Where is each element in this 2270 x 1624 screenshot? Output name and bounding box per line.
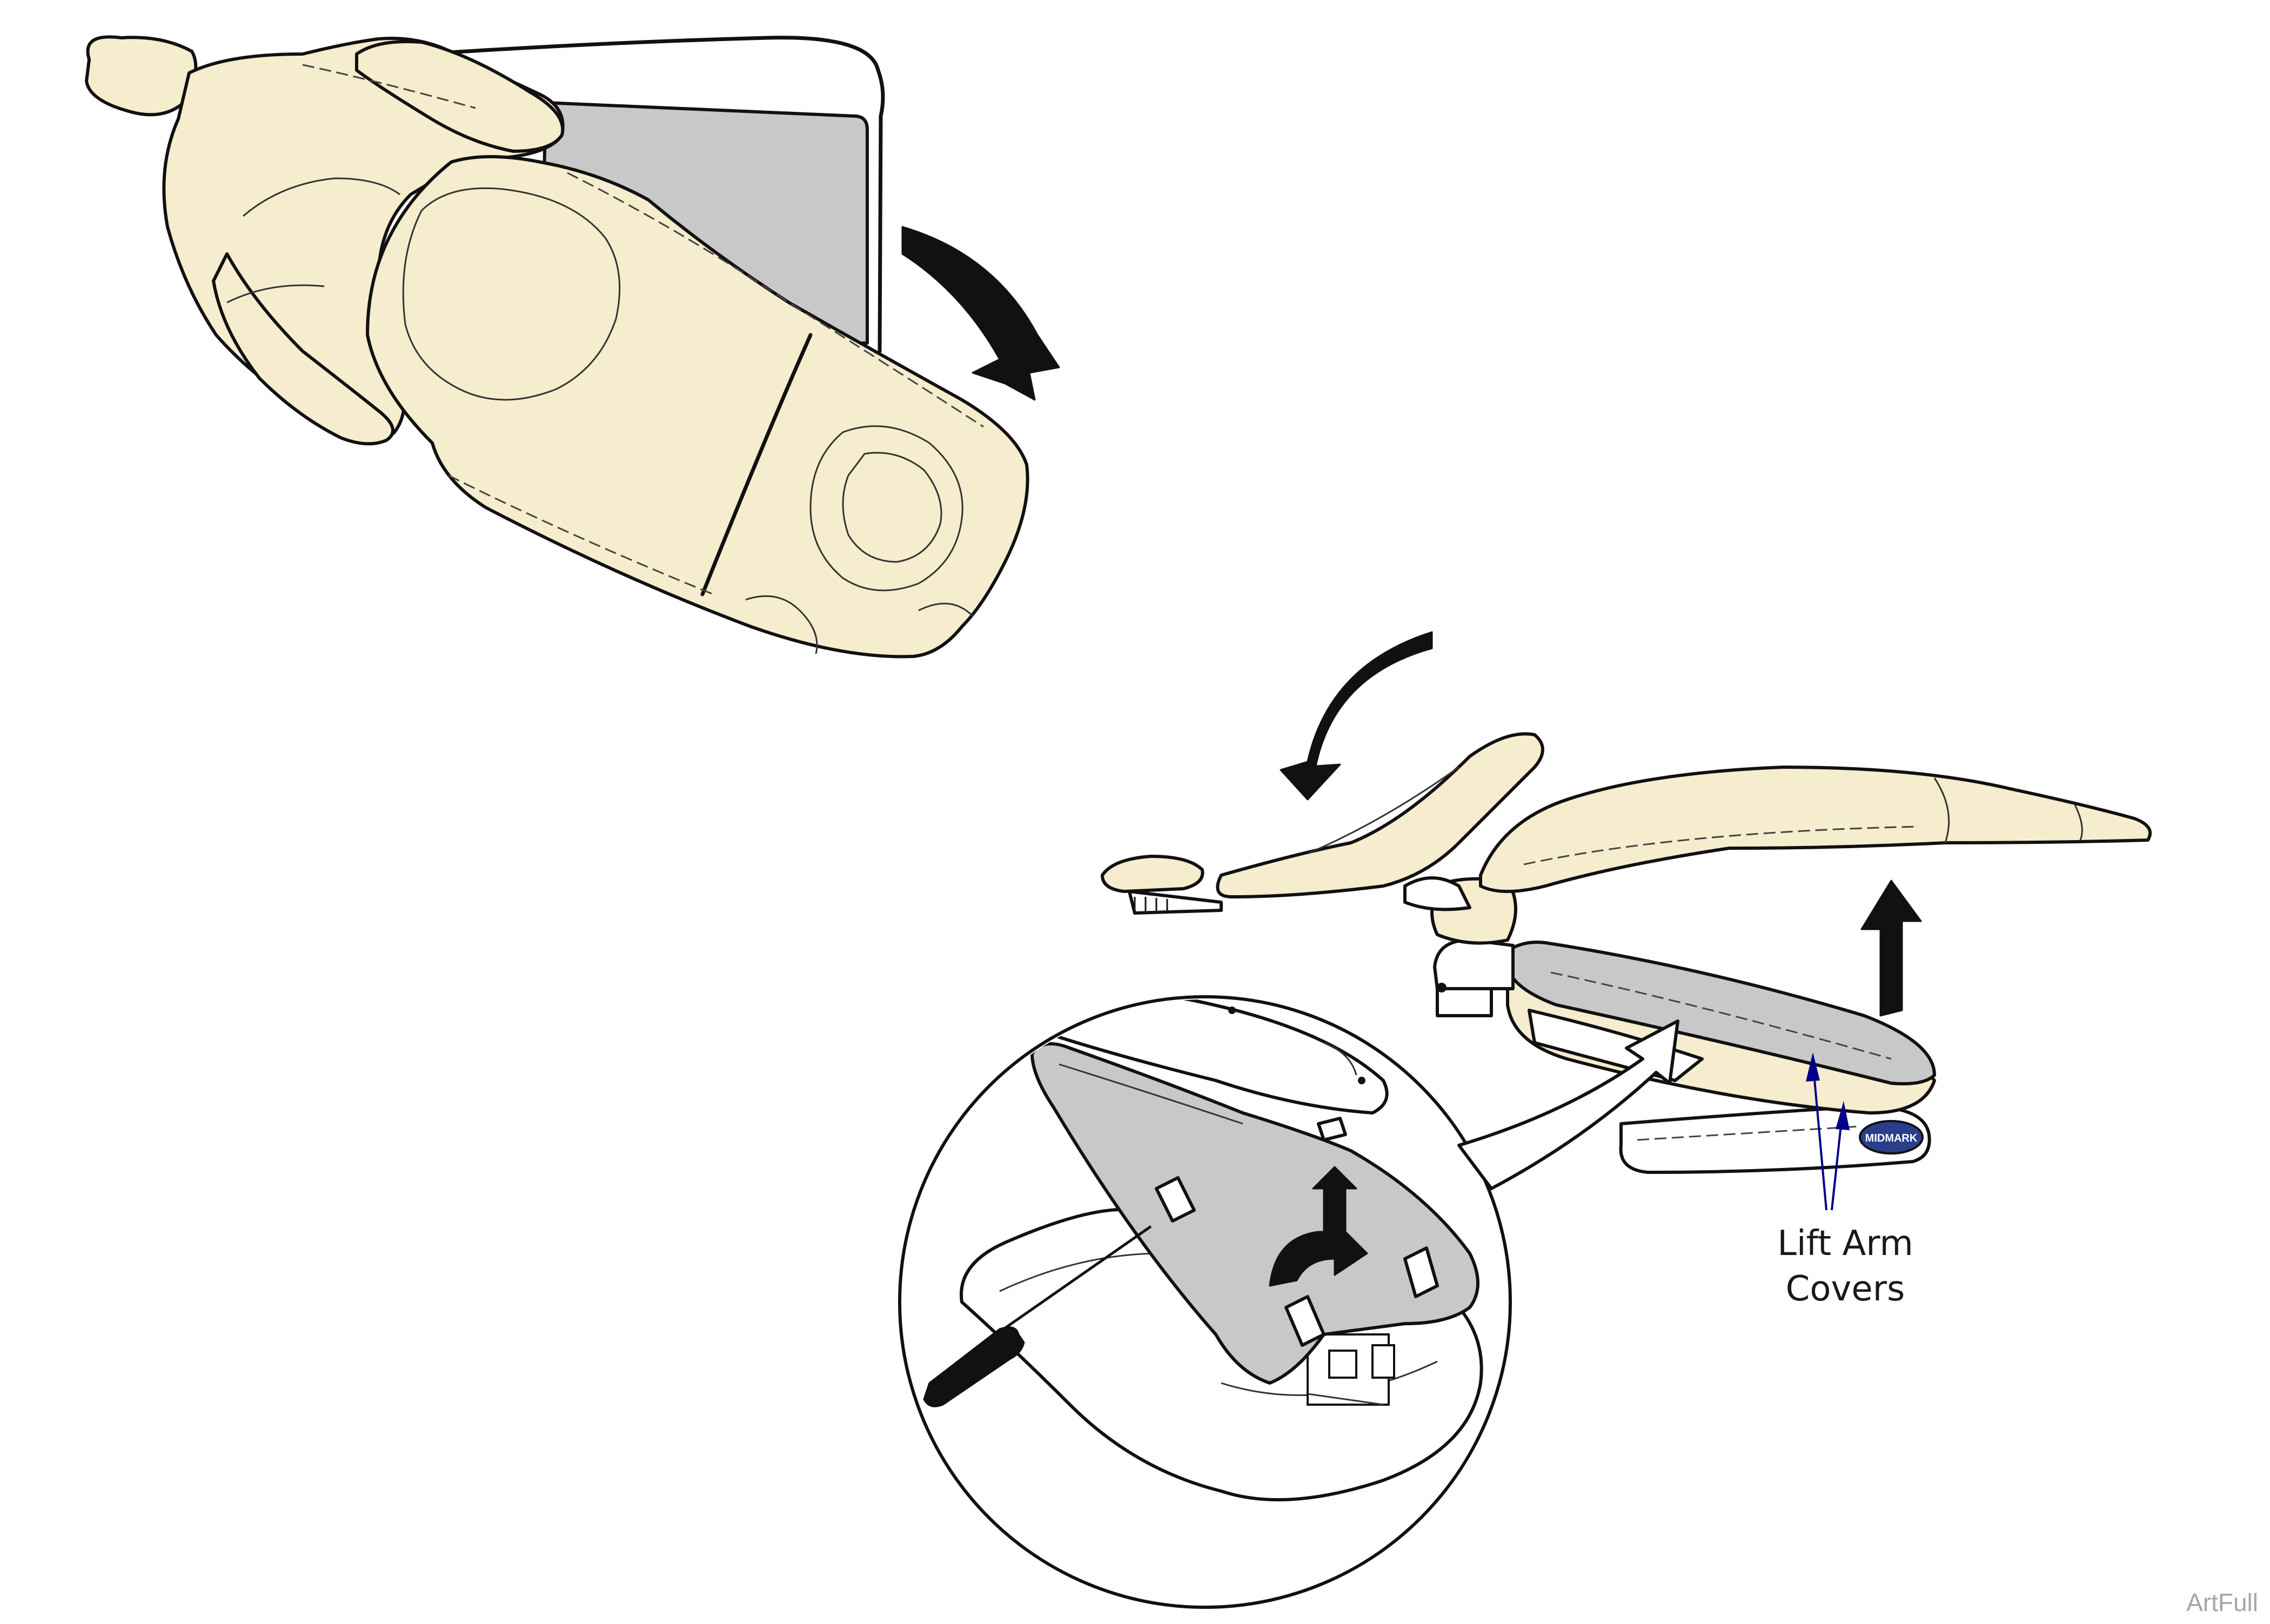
lift-up-arrow-icon [1860, 880, 1922, 1017]
chair-top-view [85, 35, 1029, 659]
side-seat [1479, 766, 2152, 893]
pointer-arrow-icon [1457, 1019, 1679, 1190]
base-plate [1619, 1105, 1931, 1174]
headrest [85, 35, 198, 117]
lift-arm-covers-label: Lift Arm Covers [1764, 1221, 1926, 1312]
seat-cushion [366, 155, 1029, 659]
side-backrest [1216, 732, 1544, 898]
internal-mechanism [1307, 1333, 1395, 1406]
brand-badge-text: MIDMARK [1865, 1132, 1918, 1144]
chair-side-view: MIDMARK [1101, 732, 2152, 1174]
screwdriver-icon [923, 1225, 1152, 1407]
seat-leg-divider [700, 333, 813, 596]
side-headrest [1101, 855, 1204, 893]
cover-plate [1030, 1042, 1479, 1385]
callout-leaders [1806, 1052, 1850, 1211]
armrest-top [355, 39, 565, 153]
upper-housing [1032, 999, 1389, 1115]
lift-arm-covers-label-line1: Lift Arm [1777, 1224, 1913, 1264]
brand-badge: MIDMARK [1859, 1120, 1924, 1155]
base-outline-right [878, 114, 883, 353]
rotate-down-arrow-icon [1280, 631, 1433, 801]
rotate-down-arrow-icon [901, 226, 1060, 401]
armrest-bottom [212, 252, 394, 446]
watermark: ArtFull [2186, 1588, 2258, 1616]
lift-arm-covers-label-line2: Covers [1785, 1269, 1905, 1309]
base-outline [344, 36, 885, 118]
lift-arm-pivot [1433, 938, 1515, 990]
headrest-bracket [1128, 890, 1223, 915]
backrest-pivot [1403, 876, 1471, 911]
lift-up-arrow-icon [1269, 1166, 1368, 1287]
detail-magnifier [898, 995, 1679, 1609]
